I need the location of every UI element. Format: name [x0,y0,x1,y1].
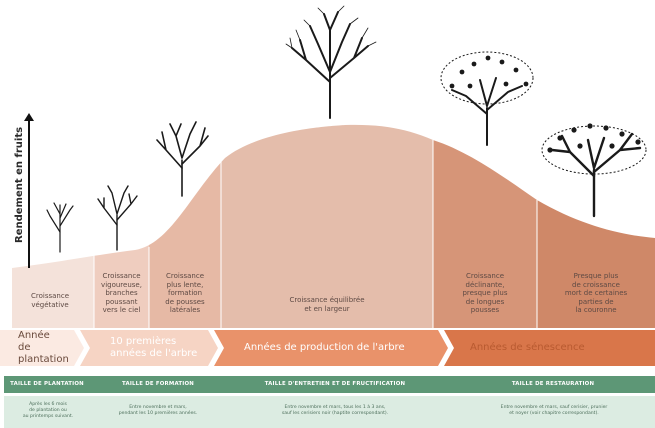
stage-band-4 [221,124,433,328]
pruning-header-planting: TAILLE DE PLANTATION [10,381,84,387]
tree-canopy [440,51,534,105]
y-axis-line [28,118,30,268]
tree-sapling-icon [46,202,74,253]
tree-old-icon [550,132,642,218]
pruning-detail-formation: Entre novembre et mars,pendant les 10 pr… [118,405,198,416]
phase-arrow-4 [444,330,655,366]
phase-arrow-2 [80,330,218,366]
tree-canopy [541,125,647,175]
pruning-detail-restoration: Entre novembre et mars, sauf cerisier, p… [500,405,608,416]
yield-curve [12,5,655,328]
pruning-header-bar [4,376,655,393]
phase-arrows [0,330,655,366]
tree-young-icon [97,185,138,251]
phase-arrow-3 [214,330,448,366]
pruning-header-maintenance: TAILLE D'ENTRETIEN ET DE FRUCTIFICATION [264,381,406,387]
pruning-header-formation: TAILLE DE FORMATION [121,381,194,387]
y-axis-label: Rendement en fruits [14,126,25,243]
tree-mature-icon [285,5,377,119]
pruning-header-restoration: TAILLE DE RESTAURATION [511,381,595,387]
phase-label-3: Années de production de l'arbre [244,342,405,353]
tree-full-icon [451,77,523,146]
leaf-dots [449,55,641,153]
y-axis-arrow-icon [24,113,34,121]
phase-label-4: Années de sénescence [470,342,585,353]
pruning-detail-maintenance: Entre novembre et mars, tous les 1 à 3 a… [281,405,389,416]
pruning-detail-area [4,396,655,428]
tree-growing-icon [156,121,209,197]
phase-arrow-1 [0,330,84,366]
